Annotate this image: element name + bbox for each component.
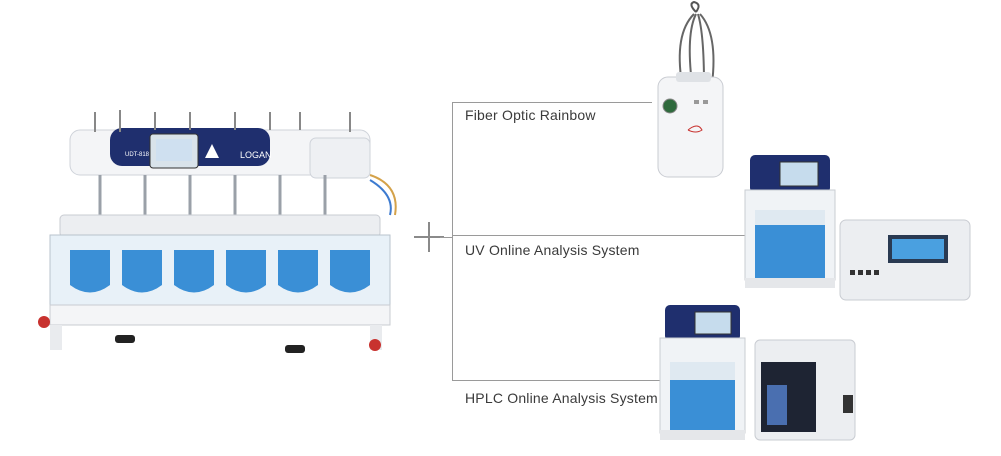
connector-left-line bbox=[440, 237, 452, 238]
option-label-fiber-optic: Fiber Optic Rainbow bbox=[465, 107, 596, 123]
dissolution-tester-image: UDT-818 LOGAN bbox=[38, 110, 397, 353]
brand-text: LOGAN bbox=[240, 150, 272, 160]
option-label-uv-online: UV Online Analysis System bbox=[465, 242, 640, 258]
fiber-optic-device-image bbox=[657, 0, 724, 178]
connector-middle-line bbox=[452, 235, 747, 236]
hplc-online-system-image bbox=[659, 305, 856, 441]
connector-top-line bbox=[452, 102, 652, 103]
connector-bottom-line bbox=[452, 380, 667, 381]
uv-online-system-image bbox=[744, 155, 971, 301]
plus-icon bbox=[414, 222, 444, 252]
model-text: UDT-818 bbox=[125, 152, 150, 158]
option-label-hplc-online: HPLC Online Analysis System bbox=[465, 390, 658, 406]
connector-vertical-line bbox=[452, 102, 453, 380]
